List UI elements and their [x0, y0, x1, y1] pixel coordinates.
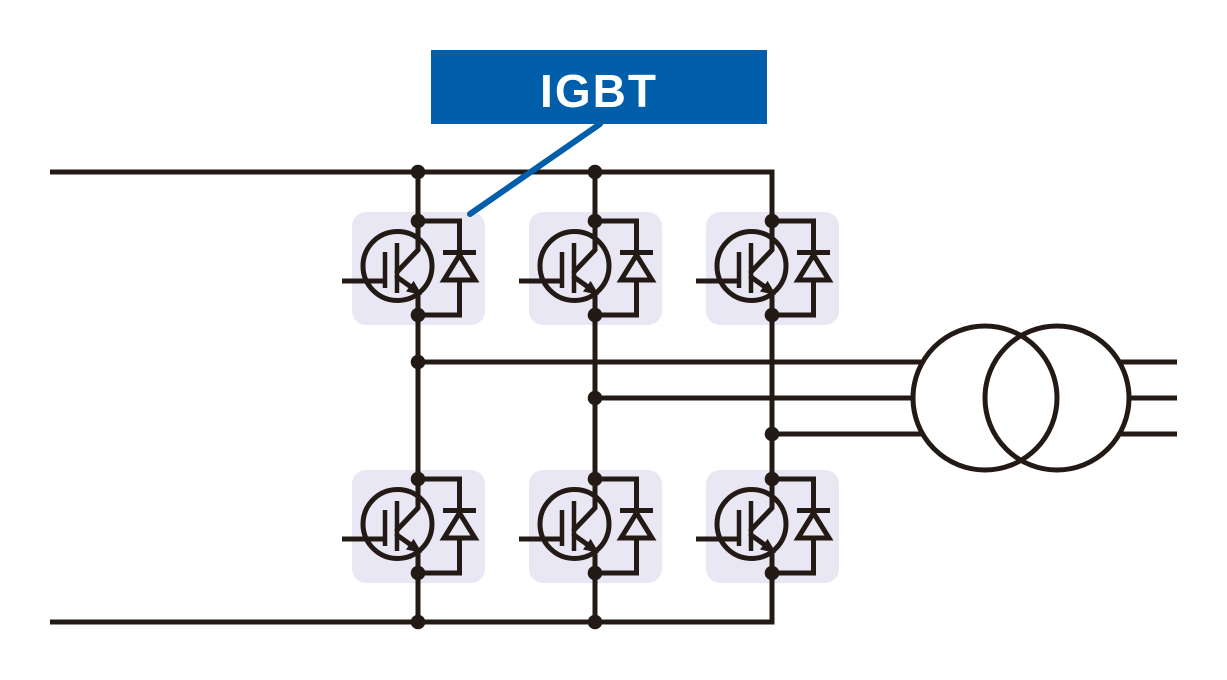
junction-dot: [764, 426, 780, 442]
junction-dot: [587, 390, 603, 406]
igbt-label-box: [431, 50, 767, 124]
junction-dot: [410, 354, 426, 370]
igbt-callout: IGBT: [431, 50, 767, 217]
igbt-label-text: IGBT: [540, 65, 658, 117]
junction-dot: [410, 614, 426, 630]
transformer-secondary-circle: [982, 323, 1132, 473]
transformer: [910, 323, 1132, 473]
junction-dot: [587, 614, 603, 630]
junction-dot: [410, 164, 426, 180]
junction-dot: [587, 164, 603, 180]
leader-line: [467, 121, 603, 217]
transformer-primary-circle: [910, 323, 1060, 473]
junction-dots: [410, 164, 780, 630]
